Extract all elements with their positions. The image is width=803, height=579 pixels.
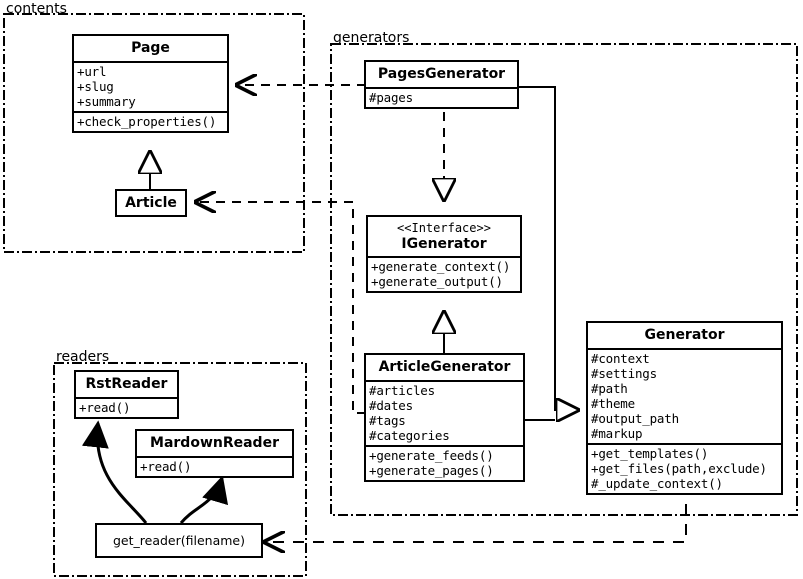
attribute: #context [591, 351, 650, 366]
package-frame-readers [53, 362, 307, 577]
class-title-article: Article [125, 195, 177, 211]
attribute: #output_path [591, 411, 679, 426]
class-title-mardownreader: MardownReader [150, 435, 279, 451]
class-separator [366, 445, 523, 447]
class-box-igenerator[interactable]: <<Interface>> IGenerator +generate_conte… [366, 215, 522, 293]
method: +generate_pages() [369, 463, 494, 478]
creation-getreader-to-mardownreader [179, 475, 229, 524]
class-methods-igenerator: +generate_context() +generate_output() [368, 258, 520, 291]
attribute: #settings [591, 366, 657, 381]
class-attributes-generator: #context #settings #path #theme #output_… [588, 350, 781, 443]
attribute: #path [591, 381, 628, 396]
class-title-rstreader: RstReader [85, 376, 168, 392]
class-box-pagesgenerator[interactable]: PagesGenerator #pages [364, 60, 519, 109]
class-title-pagesgenerator: PagesGenerator [377, 66, 506, 82]
package-label-generators: generators [333, 30, 410, 46]
attribute: #markup [591, 426, 643, 441]
attribute: +summary [77, 94, 136, 109]
class-separator [366, 87, 517, 89]
class-separator [588, 443, 781, 445]
method: #_update_context() [591, 476, 723, 491]
attribute: #dates [369, 398, 413, 413]
attribute: #tags [369, 413, 406, 428]
attribute: #articles [369, 383, 435, 398]
class-box-articlegenerator[interactable]: ArticleGenerator #articles #dates #tags … [364, 353, 525, 482]
method: +get_templates() [591, 446, 709, 461]
attribute: #pages [369, 90, 413, 105]
class-separator [137, 456, 292, 458]
generalization-generators-to-generator [519, 86, 578, 420]
class-methods-articlegenerator: +generate_feeds() +generate_pages() [366, 447, 523, 480]
attribute: #theme [591, 396, 635, 411]
class-box-mardownreader[interactable]: MardownReader +read() [135, 429, 294, 478]
method: +check_properties() [77, 114, 217, 129]
method: +read() [79, 400, 131, 415]
method: +generate_context() [371, 259, 511, 274]
class-methods-mardownreader: +read() [137, 458, 292, 476]
class-methods-generator: +get_templates() +get_files(path,exclude… [588, 445, 781, 493]
method: +get_files(path,exclude) [591, 461, 767, 476]
method: +read() [140, 459, 192, 474]
class-attributes-pagesgenerator: #pages [366, 89, 517, 107]
class-separator [76, 397, 177, 399]
method: +generate_output() [371, 274, 503, 289]
package-frame-contents [3, 13, 305, 253]
package-frame-generators [330, 43, 798, 516]
class-attributes-articlegenerator: #articles #dates #tags #categories [366, 382, 523, 445]
class-separator [368, 256, 520, 258]
class-methods-page: +check_properties() [74, 113, 227, 131]
class-attributes-page: +url +slug +summary [74, 63, 227, 111]
class-methods-rstreader: +read() [76, 399, 177, 417]
class-box-article[interactable]: Article [115, 189, 187, 217]
package-label-contents: contents [6, 1, 67, 17]
attribute: +url [77, 64, 107, 79]
class-separator [74, 111, 227, 113]
class-box-rstreader[interactable]: RstReader +read() [74, 370, 179, 419]
class-box-generator[interactable]: Generator #context #settings #path #them… [586, 321, 783, 495]
function-label-get-reader: get_reader(filename) [113, 533, 245, 548]
dependency-generator-to-getreader [265, 504, 687, 542]
class-title-igenerator: <<Interface>> IGenerator [368, 217, 520, 256]
dependency-articlegenerator-to-article [196, 202, 366, 414]
creation-getreader-to-rstreader [81, 420, 148, 524]
attribute: #categories [369, 428, 450, 443]
class-title-page: Page [131, 40, 170, 56]
class-separator [366, 380, 523, 382]
class-separator [588, 348, 781, 350]
package-label-readers: readers [56, 349, 110, 365]
attribute: +slug [77, 79, 114, 94]
class-title-articlegenerator: ArticleGenerator [378, 359, 511, 375]
method: +generate_feeds() [369, 448, 494, 463]
class-name-igenerator: IGenerator [401, 236, 487, 252]
class-stereotype-igenerator: <<Interface>> [397, 221, 491, 235]
class-title-generator: Generator [644, 327, 725, 343]
class-box-page[interactable]: Page +url +slug +summary +check_properti… [72, 34, 229, 133]
class-separator [74, 61, 227, 63]
function-box-get-reader[interactable]: get_reader(filename) [95, 523, 263, 558]
